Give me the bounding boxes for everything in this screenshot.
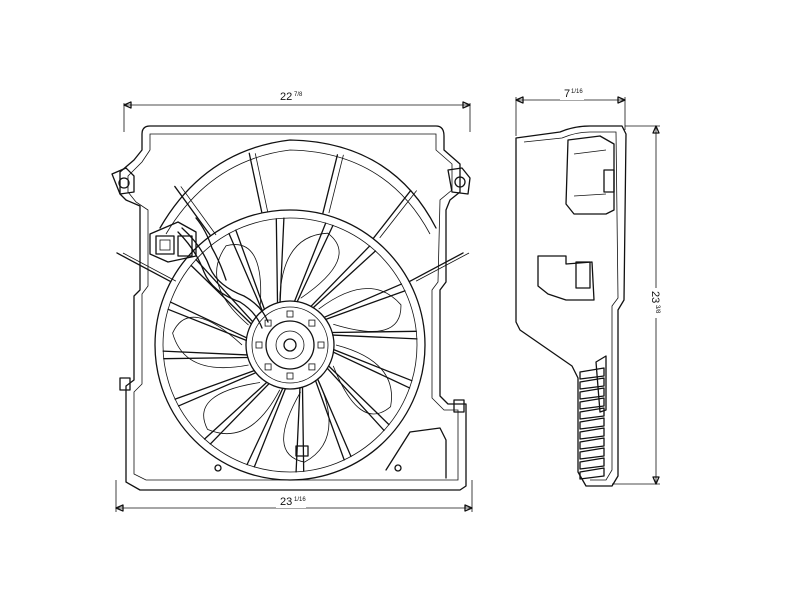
depth-value: 7	[564, 88, 570, 100]
side-view: 7 1/16 23 3/8	[515, 86, 661, 487]
fan-blade	[332, 344, 392, 415]
side-fin	[579, 397, 605, 410]
fan-blade	[216, 244, 262, 326]
fan-spoke	[167, 301, 248, 342]
fan-inner-ring	[162, 217, 418, 473]
side-motor-cap	[575, 261, 591, 289]
front-view: 22 7/8 23 1/16	[111, 89, 473, 512]
hub-bolt	[308, 319, 316, 327]
fan-spoke	[162, 350, 249, 360]
side-fin	[579, 367, 605, 380]
fan-spoke	[310, 245, 377, 309]
fan-spoke	[203, 381, 270, 445]
hub-bolt	[255, 341, 263, 349]
screw-hole-right	[394, 464, 402, 472]
connector	[149, 221, 197, 263]
hub-bolt	[286, 310, 294, 318]
height-fraction: 3/8	[654, 305, 660, 314]
dimension-depth: 7 1/16	[515, 86, 626, 136]
height-value: 23	[649, 291, 661, 303]
tab-lower-left	[119, 377, 131, 391]
wire-clip	[295, 445, 309, 457]
fan-spoke	[326, 365, 390, 432]
shroud-rib	[322, 154, 339, 214]
side-lower-clip	[595, 355, 607, 413]
fan-blades	[172, 232, 402, 463]
top-width-value: 22	[280, 91, 292, 103]
fan-spoke	[246, 387, 287, 468]
bottom-width-value: 23	[280, 496, 292, 508]
fan-spoke	[323, 283, 406, 321]
motor-hub	[245, 300, 335, 390]
mount-tab-left	[111, 167, 135, 195]
fan-spoke	[190, 258, 254, 325]
shroud-rib	[116, 252, 171, 282]
dimension-bottom-width: 23 1/16	[115, 480, 473, 512]
shroud-rib	[409, 252, 464, 282]
shroud-rib-edge	[328, 154, 344, 214]
fan-spoke	[174, 369, 257, 407]
fan-blade	[172, 316, 249, 369]
tab-lower-right	[453, 399, 465, 413]
mount-tab-right	[447, 167, 471, 195]
fan-outer-ring	[154, 209, 426, 481]
fan-blade	[203, 382, 281, 434]
side-fin	[579, 467, 605, 480]
side-fin	[579, 417, 605, 430]
fan-spoke	[275, 217, 285, 304]
shroud-ribs	[116, 152, 470, 282]
bottom-width-fraction: 1/16	[294, 497, 306, 503]
shroud-rib	[174, 185, 211, 236]
side-fin	[579, 377, 605, 390]
hub-bolt	[286, 372, 294, 380]
side-fin	[579, 427, 605, 440]
fan-spokes	[162, 217, 418, 473]
hub-bolt	[264, 319, 272, 327]
fan-spoke	[293, 222, 334, 303]
side-profile	[515, 125, 627, 487]
shroud-upper-arc	[159, 139, 437, 229]
shroud-rib-edge	[254, 153, 269, 213]
hub-bolt	[317, 341, 325, 349]
hub-bolt	[308, 363, 316, 371]
depth-fraction: 1/16	[571, 89, 583, 95]
dimension-top-width: 22 7/8	[123, 89, 471, 132]
fan-blade	[279, 232, 340, 301]
side-fin	[579, 447, 605, 460]
shroud-rib	[373, 189, 412, 239]
fan-spoke	[331, 330, 418, 340]
lower-right-bracket	[385, 427, 447, 479]
side-lower-fins	[579, 367, 605, 480]
shroud-rib-edge	[379, 190, 417, 239]
shroud-outline	[119, 125, 467, 491]
side-fin	[579, 457, 605, 470]
shroud-rib-edge	[122, 252, 177, 282]
side-fin	[579, 437, 605, 450]
side-fin	[579, 407, 605, 420]
fan-blade	[283, 380, 330, 463]
fan-blade	[318, 288, 402, 332]
wire-harness	[177, 217, 269, 329]
side-fin	[579, 387, 605, 400]
shroud-rib-edge	[415, 252, 470, 282]
fan-spoke	[295, 386, 305, 473]
shroud-rib	[248, 152, 263, 213]
dimension-height: 23 3/8	[612, 125, 661, 485]
hub-bolt	[264, 363, 272, 371]
fan-spoke	[332, 348, 413, 389]
fan-spoke	[228, 229, 266, 312]
screw-hole-left	[214, 464, 222, 472]
top-width-fraction: 7/8	[294, 92, 303, 98]
side-motor-pocket	[537, 255, 595, 301]
side-clip-upper	[603, 169, 615, 193]
fan-spoke	[314, 378, 352, 461]
side-upper-body	[565, 135, 615, 215]
shroud-rib-edge	[180, 186, 217, 236]
